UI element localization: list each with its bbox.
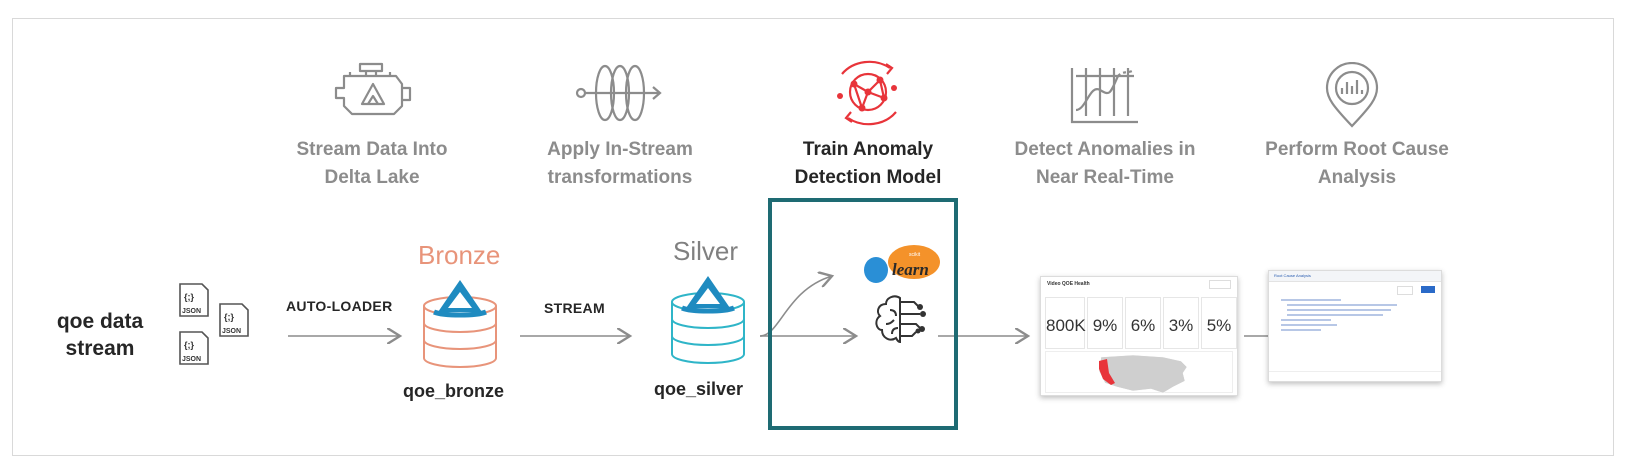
highlight-box [768, 198, 958, 430]
dashboard-thumbnail: Video QOE Health 800K 9% 6% 3% 5% [1040, 276, 1238, 396]
table-label-silver: qoe_silver [654, 379, 744, 399]
kpi-value: 800K [1046, 316, 1086, 335]
edge-label-autoloader: AUTO-LOADER [286, 298, 393, 314]
json-file-label: JSON [182, 356, 201, 363]
json-file-label: JSON [222, 328, 241, 335]
kpi-card: 6% [1125, 297, 1161, 349]
tier-label-bronze: Bronze [418, 240, 501, 270]
kpi-value: 5% [1206, 316, 1232, 335]
scikit-learn-logo: scikit learn [864, 245, 940, 283]
analysis-thumbnail: Root Cause Analysis [1268, 270, 1442, 382]
kpi-value: 6% [1130, 316, 1156, 335]
kpi-value: 3% [1168, 316, 1194, 335]
brain-circuit-icon [875, 295, 926, 344]
dashboard-title: Video QOE Health [1047, 281, 1090, 287]
engine-delta-icon [334, 62, 412, 116]
scikit-text: scikit [909, 252, 921, 258]
json-files-icon: {;} JSON {;} JSON {;} JSON [179, 283, 249, 365]
root-cause-pin-icon [1325, 62, 1379, 128]
kpi-card: 5% [1201, 297, 1237, 349]
kpi-value: 9% [1092, 316, 1118, 335]
json-glyph: {;} [184, 340, 194, 350]
edge-label-stream: STREAM [544, 300, 605, 316]
kpi-card: 3% [1163, 297, 1199, 349]
json-file-label: JSON [182, 308, 201, 315]
json-glyph: {;} [224, 312, 234, 322]
save-button [1397, 286, 1413, 295]
silver-table-icon [671, 276, 745, 365]
stream-rings-icon [575, 64, 662, 122]
arrow-to-sklearn [759, 276, 832, 337]
run-button [1421, 286, 1435, 293]
anomaly-chart-icon [1070, 68, 1138, 124]
bronze-table-icon [423, 280, 497, 369]
us-map [1098, 354, 1188, 394]
diagram-frame [12, 18, 1614, 456]
kpi-card: 800K [1045, 297, 1086, 349]
map-panel [1045, 351, 1233, 393]
table-label-bronze: qoe_bronze [403, 381, 505, 401]
learn-text: learn [892, 260, 929, 279]
json-glyph: {;} [184, 292, 194, 302]
neural-network-icon [837, 60, 897, 126]
dashboard-button [1209, 280, 1231, 289]
kpi-card: 9% [1087, 297, 1123, 349]
analysis-title: Root Cause Analysis [1274, 273, 1311, 278]
tier-label-silver: Silver [673, 236, 739, 266]
